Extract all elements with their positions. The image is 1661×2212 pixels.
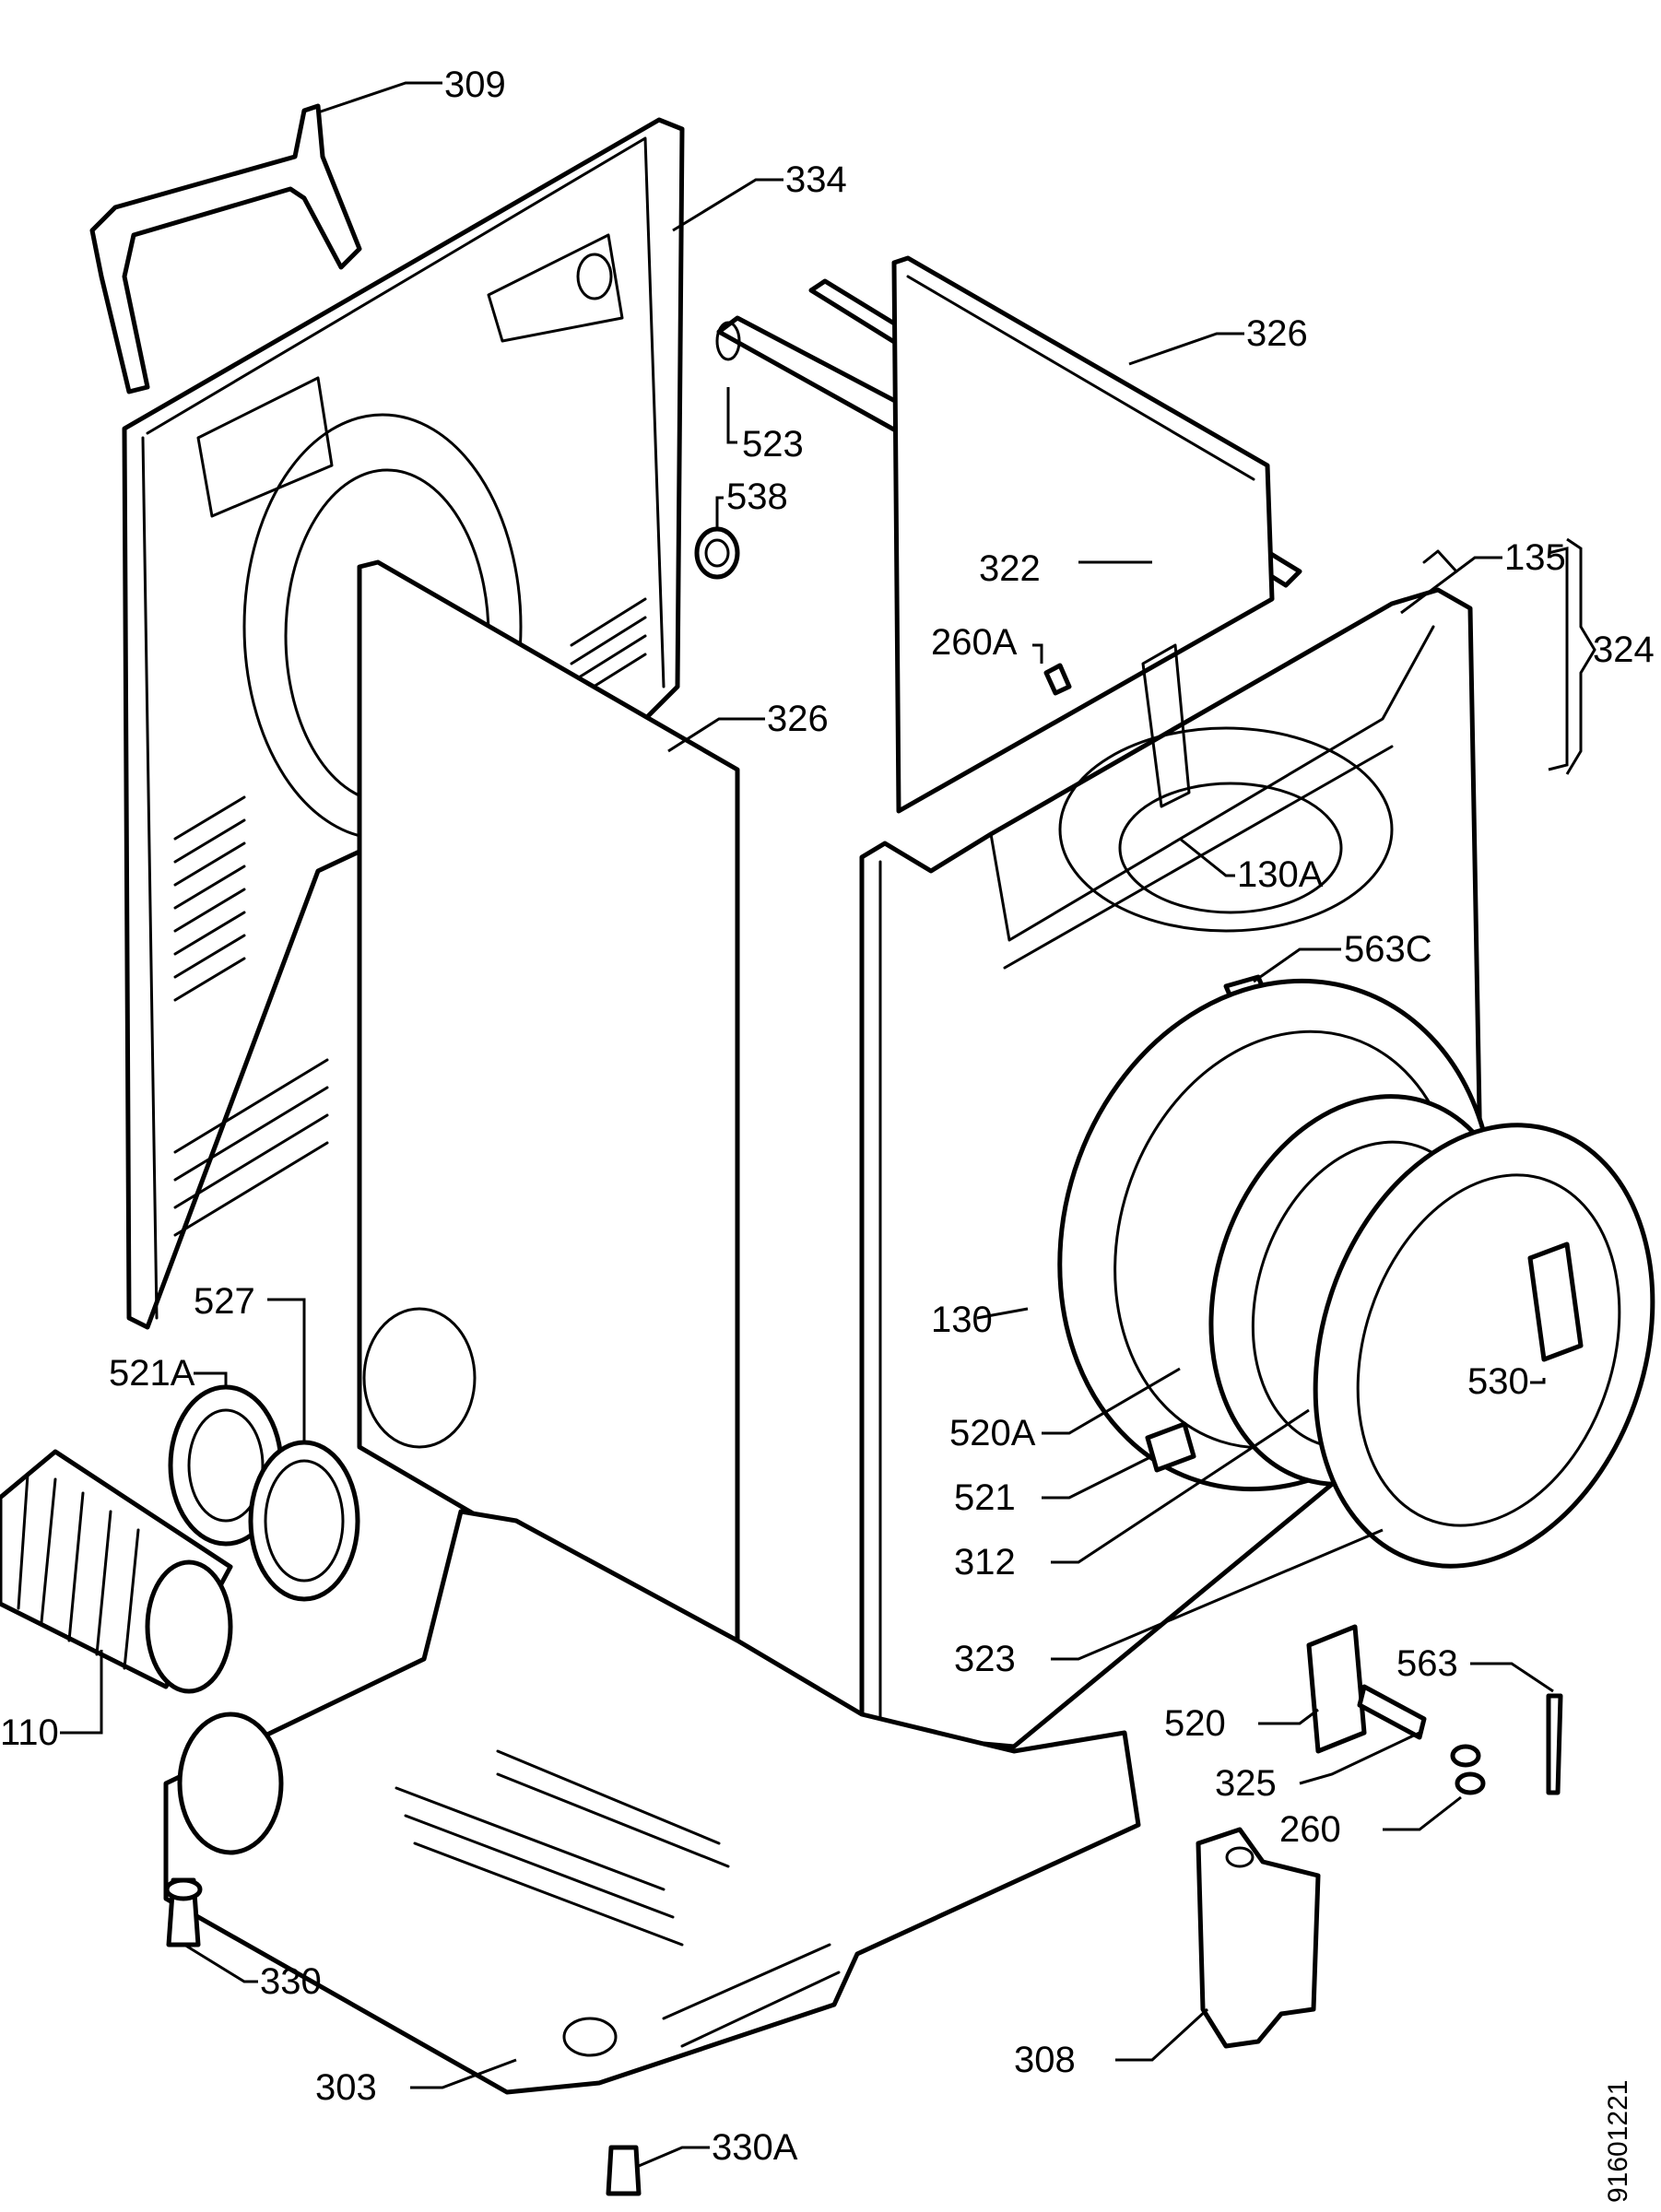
label-563C: 563C — [1344, 929, 1432, 970]
label-530: 530 — [1467, 1361, 1529, 1402]
label-260: 260 — [1279, 1809, 1341, 1850]
label-322: 322 — [979, 548, 1041, 589]
label-260A: 260A — [931, 622, 1018, 663]
part-520-hinge-plate — [1306, 1624, 1367, 1754]
label-135: 135 — [1504, 537, 1566, 578]
label-520: 520 — [1164, 1703, 1226, 1744]
part-labels: 309 334 326 523 538 322 135 324 260A 326… — [0, 65, 1655, 2168]
label-309: 309 — [444, 65, 506, 105]
part-326-right-side-panel — [891, 255, 1275, 814]
label-330A: 330A — [712, 2127, 798, 2168]
label-330: 330 — [260, 1961, 322, 2002]
label-323: 323 — [954, 1639, 1016, 1679]
part-530-door-handle — [1527, 1241, 1584, 1362]
part-308-hinge — [1196, 1827, 1321, 2049]
label-326-right: 326 — [1246, 313, 1308, 354]
label-334: 334 — [785, 159, 847, 200]
part-309-top-frame — [89, 103, 362, 394]
part-325-hinge-arm — [1357, 1684, 1427, 1740]
leader-lines — [60, 81, 1569, 2168]
part-260A-clip — [1043, 663, 1072, 696]
label-130A: 130A — [1237, 854, 1324, 895]
part-521-latch — [1145, 1421, 1196, 1473]
part-527-ring — [248, 1440, 360, 1602]
part-260-clip — [1450, 1744, 1486, 1795]
part-563-pin — [1546, 1693, 1563, 1795]
part-303-base — [163, 1509, 1141, 2095]
part-330-foot — [164, 1877, 203, 1947]
label-110: 110 — [0, 1712, 59, 1753]
part-323-door-outer-ring — [1313, 1123, 1655, 1569]
label-303: 303 — [315, 2067, 377, 2108]
label-308: 308 — [1014, 2040, 1076, 2080]
label-563: 563 — [1396, 1643, 1458, 1684]
label-326-left: 326 — [767, 699, 829, 739]
label-538: 538 — [726, 477, 788, 517]
part-538-knob — [694, 526, 740, 580]
label-521: 521 — [954, 1477, 1016, 1518]
part-330A-foot — [606, 2145, 642, 2196]
label-527: 527 — [194, 1281, 255, 1322]
document-id: 91601221 — [1603, 2080, 1633, 2203]
label-324: 324 — [1593, 629, 1655, 670]
label-520A: 520A — [949, 1413, 1036, 1453]
label-523: 523 — [742, 424, 804, 465]
label-325: 325 — [1215, 1763, 1277, 1804]
label-312: 312 — [954, 1542, 1016, 1583]
part-110-hose — [0, 1449, 233, 1694]
label-130: 130 — [931, 1300, 993, 1340]
label-521A: 521A — [109, 1353, 195, 1394]
part-326-left-side-panel — [357, 559, 740, 1671]
bracket-324 — [1565, 537, 1596, 775]
